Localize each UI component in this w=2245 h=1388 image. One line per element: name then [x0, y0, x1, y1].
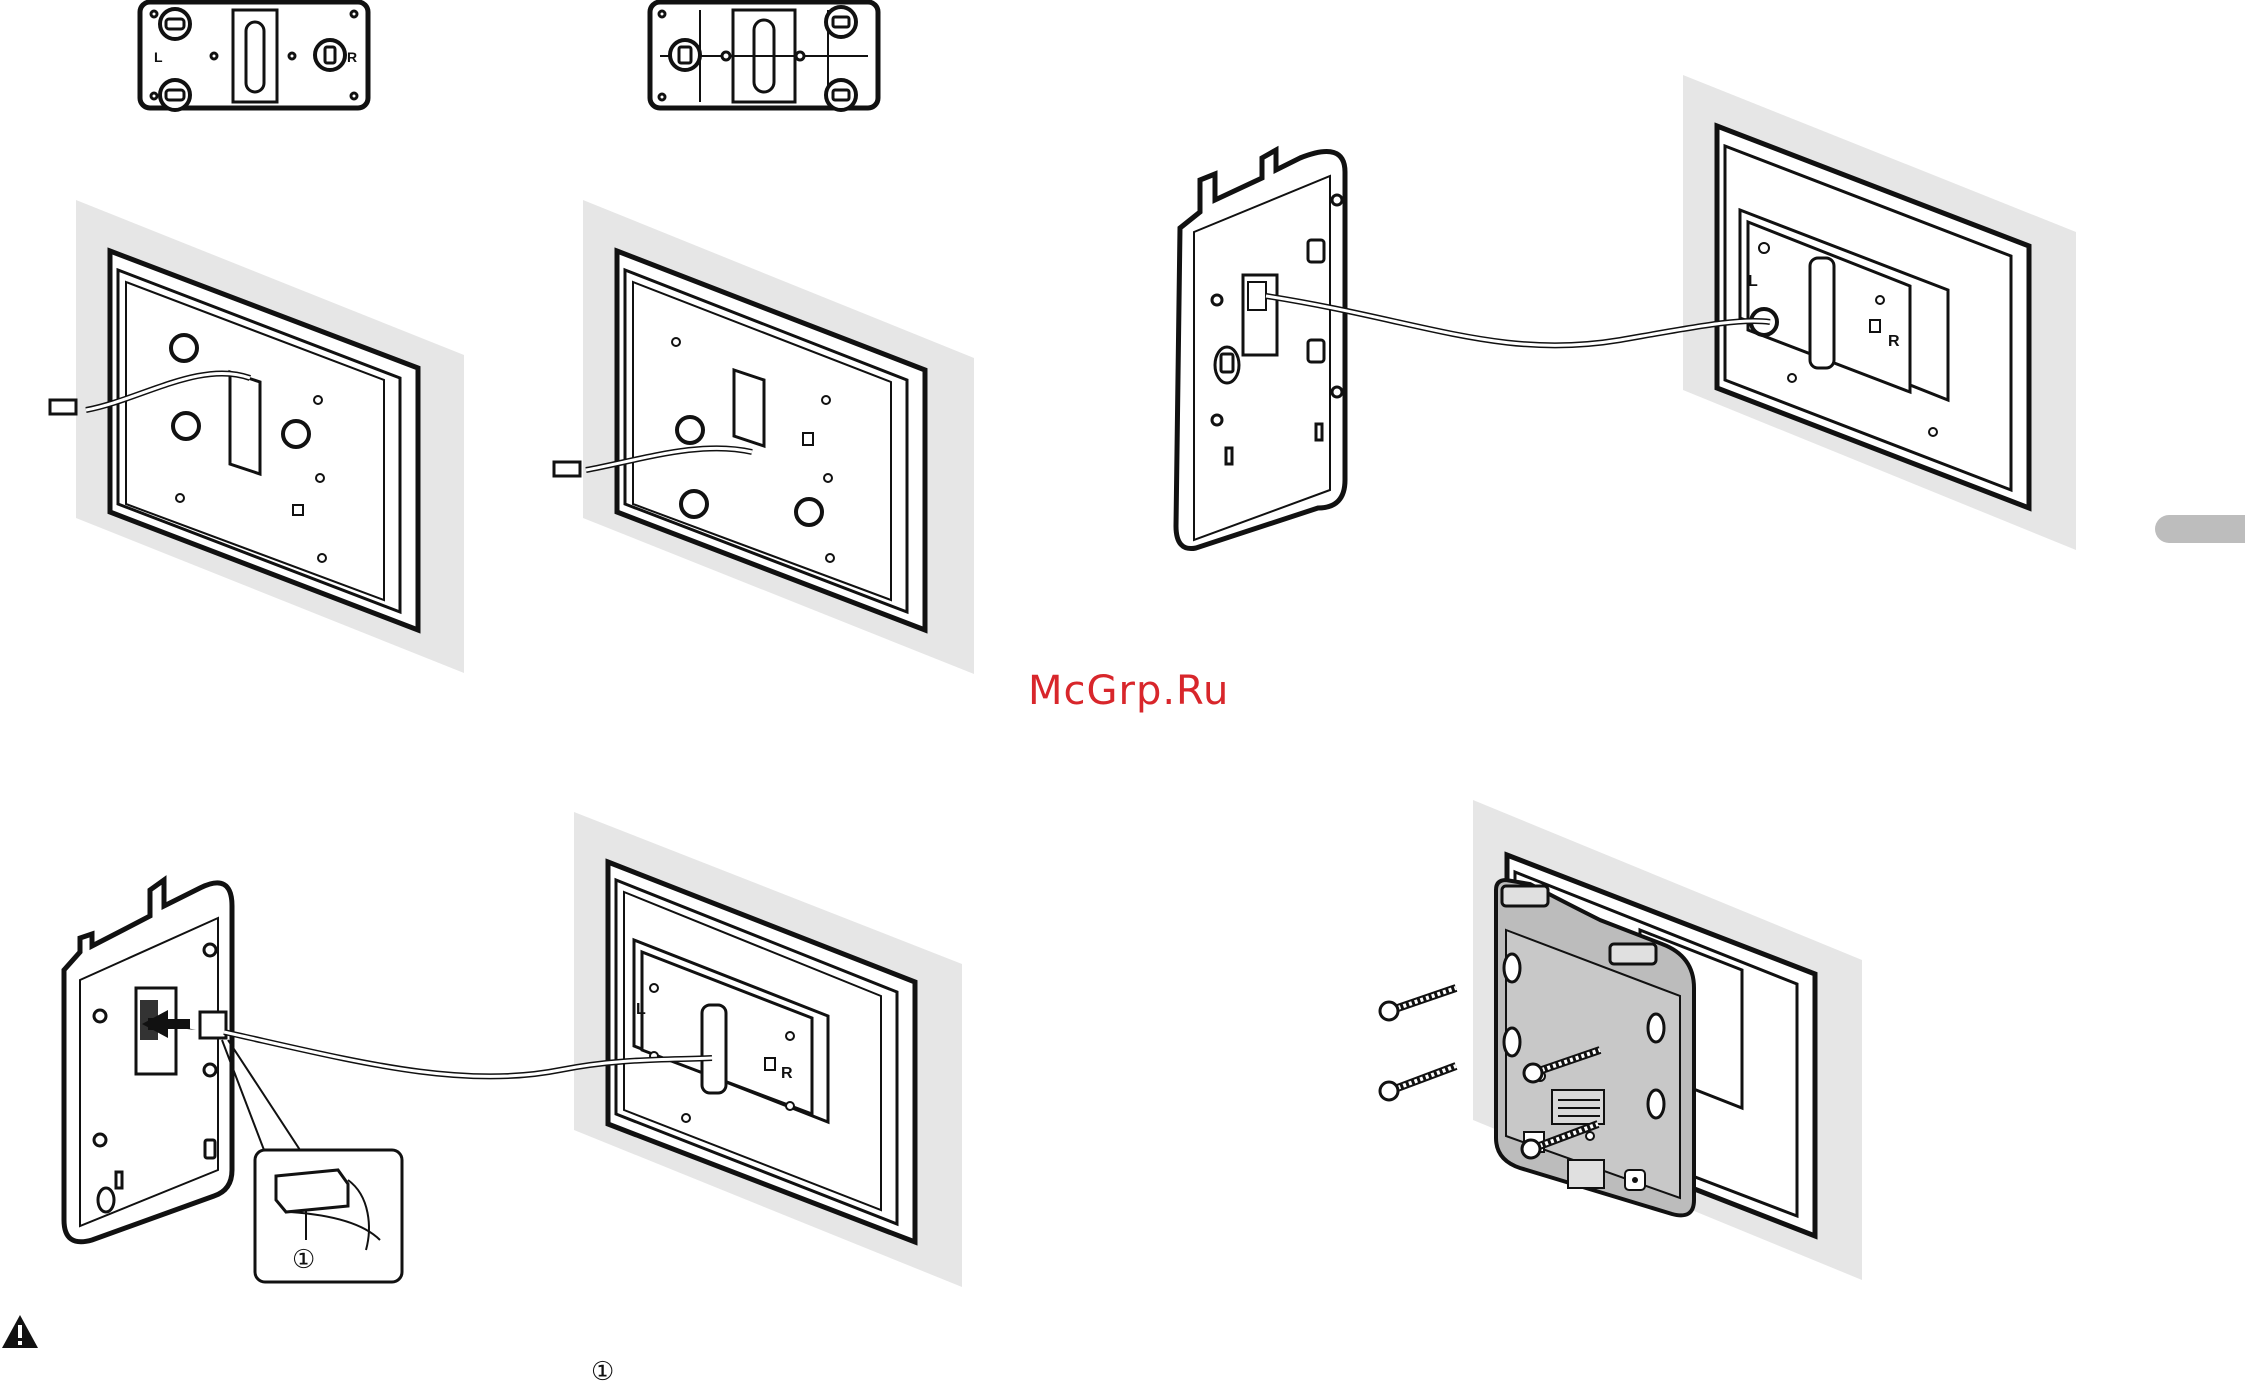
bracket-back-thumbnail — [650, 2, 878, 110]
step3-illustration — [1176, 75, 2076, 550]
cable-connector — [554, 462, 580, 476]
cable-connector — [50, 400, 76, 414]
step2-illustration — [554, 200, 974, 674]
screw-hole-marked — [681, 491, 707, 517]
unit-left-label-bottom: L — [636, 1001, 646, 1018]
callout-number-label: ① — [292, 1245, 315, 1275]
side-section-tab — [2155, 515, 2245, 543]
bracket-front-thumbnail — [140, 2, 368, 110]
cable-connector — [200, 1012, 226, 1038]
screw-icon — [1380, 1066, 1456, 1100]
screw-hole-marked — [796, 499, 822, 525]
bracket-left-label: L — [154, 49, 163, 65]
unit-right-label-bottom: R — [781, 1065, 793, 1082]
screw-hole-marked — [283, 421, 309, 447]
watermark-text: McGrp.Ru — [1028, 668, 1229, 714]
footnote-marker: ① — [591, 1357, 614, 1387]
unit-right-label: R — [1888, 333, 1900, 350]
step5-illustration — [1380, 800, 1862, 1280]
unit-left-label: L — [1748, 273, 1758, 290]
step1-illustration — [50, 200, 464, 673]
screw-icon — [1380, 988, 1456, 1020]
screw-hole-marked — [677, 417, 703, 443]
bracket-right-label: R — [347, 49, 357, 65]
screw-hole-marked — [173, 413, 199, 439]
screw-hole-marked — [171, 335, 197, 361]
step4-illustration — [64, 812, 962, 1287]
warning-triangle-icon — [0, 1312, 40, 1352]
